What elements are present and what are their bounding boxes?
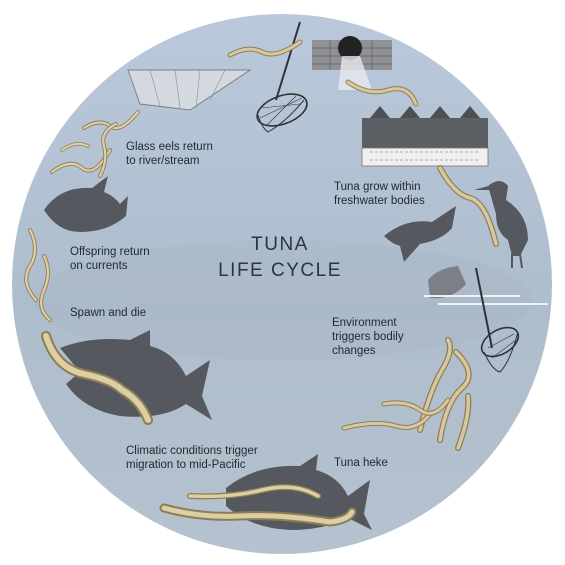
stage-label-tuna-grow: Tuna grow within freshwater bodies: [334, 181, 425, 207]
waterfall-net-icon: [424, 266, 548, 373]
stage-label-spawn: Spawn and die: [70, 307, 147, 319]
eels-bottom-icon: [159, 484, 357, 527]
grouper-silhouette-icon: [60, 330, 212, 420]
hand-net-top-icon: [256, 21, 308, 133]
fish-silhouette-left-icon: [44, 176, 128, 232]
salmon-silhouette-icon: [384, 206, 456, 262]
offspring-eels-icon: [24, 228, 52, 322]
title-line-2: LIFE CYCLE: [218, 260, 342, 281]
eel-tangle-icon: [341, 337, 472, 451]
culvert-pipe-icon: [312, 36, 392, 90]
title-line-1: TUNA: [251, 234, 309, 255]
stage-label-environment: Environment triggers bodily changes: [332, 317, 404, 357]
hatchery-building-icon: [361, 106, 489, 167]
fyke-net-icon: [127, 69, 252, 111]
diagram-title: TUNA LIFE CYCLE: [190, 232, 370, 284]
stage-label-heke: Tuna heke: [334, 457, 388, 469]
stage-label-glass-eels: Glass eels return to river/stream: [126, 141, 213, 167]
heron-icon: [474, 181, 528, 269]
stage-label-offspring: Offspring return on currents: [70, 246, 150, 272]
glass-eels-icon: [50, 110, 140, 178]
grouper-silhouette-bottom-icon: [226, 454, 372, 530]
stage-label-climatic: Climatic conditions trigger migration to…: [126, 445, 258, 471]
